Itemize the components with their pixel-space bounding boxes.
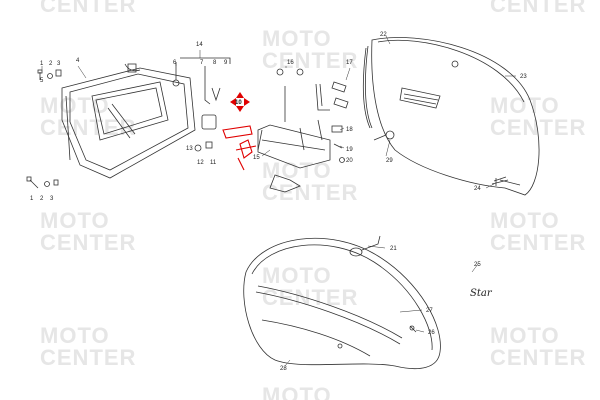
label-26: 26 (428, 330, 435, 336)
label-24: 24 (474, 186, 481, 192)
label-13: 13 (186, 146, 193, 152)
small-hardware (331, 125, 345, 163)
watermark: MOTO (262, 383, 332, 400)
label-27: 27 (426, 308, 433, 314)
panel-lock (373, 130, 395, 141)
label-4: 4 (76, 58, 80, 64)
leader-lines (41, 35, 516, 367)
label-23: 23 (520, 74, 527, 80)
highlighted-part-10 (222, 125, 257, 171)
label-25: 25 (474, 262, 481, 268)
label-2: 2 (49, 61, 53, 67)
label-10: 10 (235, 100, 242, 106)
pins (331, 81, 349, 109)
panel-bolt (491, 176, 509, 186)
label-6: 6 (173, 60, 177, 66)
label-22: 22 (380, 32, 387, 38)
label-19: 19 (346, 147, 353, 153)
emblem-fixture (349, 235, 381, 257)
label-12: 12 (197, 160, 204, 166)
latch-parts (172, 57, 231, 152)
watermark: CENTER (40, 0, 137, 17)
part-number-labels: 1 2 3 4 5 6 7 8 9 10 11 12 13 14 15 16 1… (30, 32, 527, 372)
label-20: 20 (346, 158, 353, 164)
panel-clip (409, 325, 417, 333)
screw-group-top (37, 69, 62, 80)
label-9: 9 (224, 60, 228, 66)
mounting-bracket (257, 119, 331, 193)
brand-logo: Star (470, 288, 493, 299)
screw-group-bottom (26, 176, 59, 189)
label-16: 16 (287, 60, 294, 66)
label-21: 21 (390, 246, 397, 252)
label-1-lower: 1 (30, 196, 34, 202)
label-5: 5 (40, 78, 44, 84)
highlight-arrows (230, 92, 250, 112)
label-28: 28 (280, 366, 287, 372)
label-15: 15 (253, 155, 260, 161)
label-2-lower: 2 (40, 196, 44, 202)
label-18: 18 (346, 127, 353, 133)
label-1: 1 (40, 61, 44, 67)
label-3: 3 (57, 61, 61, 67)
label-11: 11 (210, 160, 217, 166)
glovebox-assembly (61, 63, 196, 179)
watermark: CENTER (490, 0, 587, 17)
label-3-lower: 3 (50, 196, 54, 202)
label-7: 7 (200, 60, 204, 66)
rubber-grommets (276, 68, 330, 122)
label-29: 29 (386, 158, 393, 164)
left-side-panel (243, 237, 441, 369)
right-side-panel (362, 37, 540, 196)
label-17: 17 (346, 60, 353, 66)
label-8: 8 (213, 60, 217, 66)
label-14: 14 (196, 42, 203, 48)
